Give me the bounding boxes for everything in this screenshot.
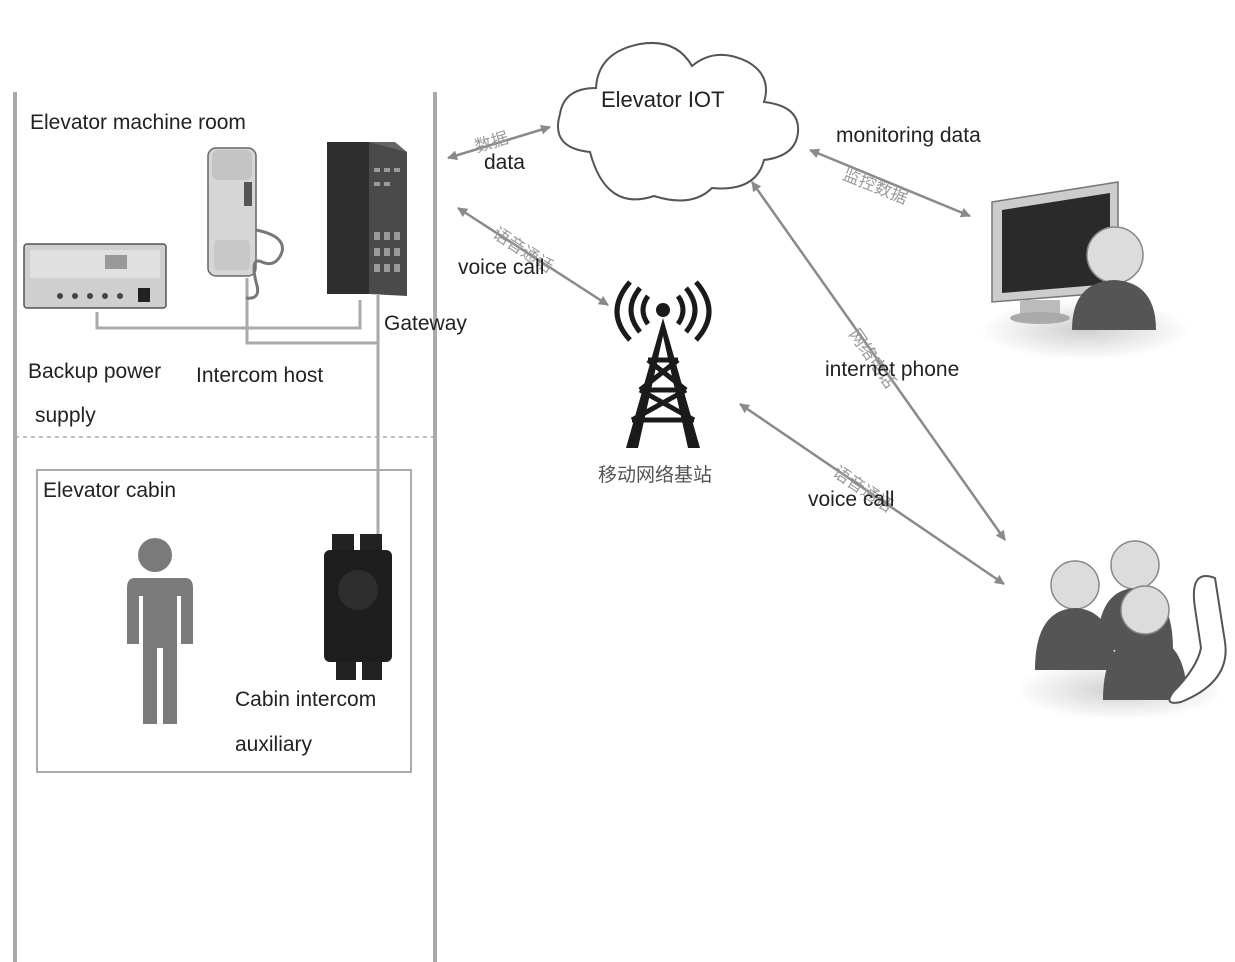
link-voice-call-gateway-label: voice call (458, 256, 545, 279)
cabin-intercom-label-1: Cabin intercom (235, 688, 377, 711)
cabin-intercom-icon (324, 534, 392, 680)
cabin-title: Elevator cabin (43, 479, 177, 502)
link-arrows (447, 124, 1007, 586)
machine-room-title: Elevator machine room (30, 111, 246, 134)
cloud-icon (557, 42, 800, 202)
cabin-frame (36, 469, 412, 773)
arrow-voice-call-tower (739, 402, 1005, 586)
backup-power-label-2: supply (35, 404, 96, 427)
gateway-label: Gateway (384, 312, 467, 335)
gateway-icon (327, 142, 407, 296)
link-data-label: data (484, 151, 525, 174)
passenger-icon (125, 538, 193, 724)
base-station-tower-icon (614, 280, 712, 448)
link-monitoring-label: monitoring data (836, 124, 981, 147)
intercom-host-icon (207, 147, 284, 300)
building-walls (13, 92, 437, 962)
arrow-voice-call-gateway (457, 206, 609, 307)
backup-power-icon (23, 243, 167, 309)
cabin-intercom-label-2: auxiliary (235, 733, 313, 756)
wiring (95, 278, 380, 540)
arrow-data (447, 124, 551, 161)
link-voice-call-tower-label: voice call (808, 488, 895, 511)
intercom-host-label: Intercom host (196, 364, 324, 387)
monitoring-user-icon (980, 181, 1190, 360)
cloud-label: Elevator IOT (601, 87, 725, 112)
support-team-icon (1015, 540, 1227, 720)
backup-power-label-1: Backup power (28, 360, 162, 383)
link-internet-phone-label: internet phone (825, 358, 960, 381)
base-station-label: 移动网络基站 (598, 464, 713, 486)
